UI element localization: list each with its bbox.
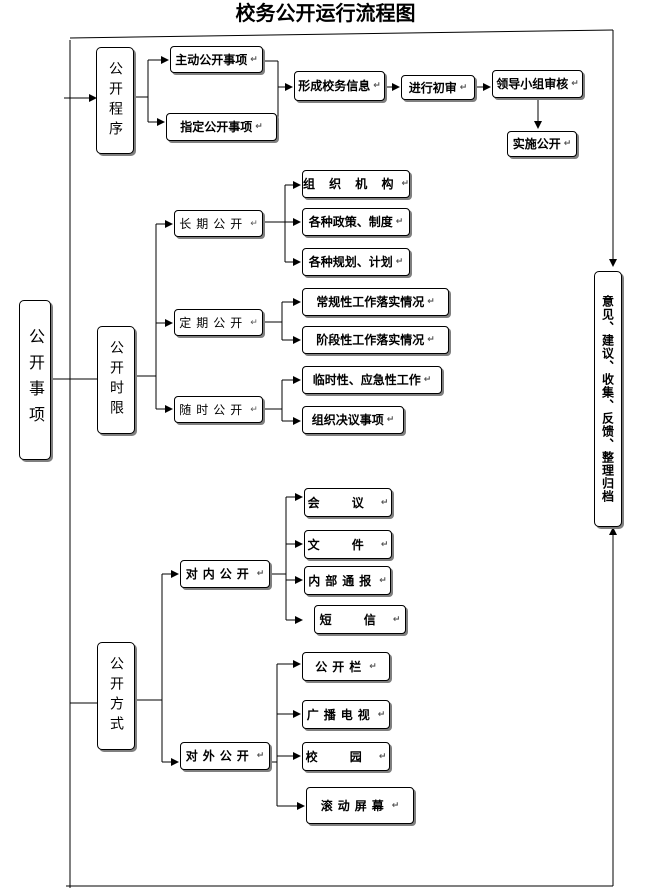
para-mark: ↵ (386, 415, 395, 425)
leader-review-box: 领导小组审核 ↵ (492, 70, 583, 98)
para-mark: ↵ (459, 82, 468, 93)
para-mark: ↵ (380, 539, 389, 550)
organization-label: 组 织 机 构 (302, 177, 399, 191)
public-matters-label: 公开事项 (26, 328, 45, 432)
sms-box: 短 信 ↵ (314, 605, 406, 634)
para-mark: ↵ (369, 661, 377, 672)
para-mark: ↵ (377, 709, 386, 720)
para-mark: ↵ (563, 139, 572, 149)
anytime-label: 随时公开 (179, 402, 248, 417)
external-box: 对外公开 ↵ (180, 742, 270, 770)
para-mark: ↵ (250, 317, 258, 328)
time-limit-label: 公开时限 (108, 340, 124, 420)
routine-work-label: 常规性工作落实情况 (316, 295, 425, 309)
time-limit-node: 公开时限 (97, 326, 135, 434)
policies-label: 各种政策、制度 (308, 215, 393, 229)
para-mark: ↵ (395, 257, 404, 267)
broadcast-tv-box: 广播电视 ↵ (302, 700, 390, 729)
para-mark: ↵ (571, 79, 579, 89)
long-term-label: 长期公开 (179, 216, 248, 231)
para-mark: ↵ (250, 54, 258, 65)
feedback-archive-label: 意见、建议、收集、反馈、整理归档 (600, 295, 615, 503)
internal-box: 对内公开 ↵ (180, 560, 270, 588)
phase-work-box: 阶段性工作落实情况 ↵ (302, 326, 449, 354)
organization-box: 组 织 机 构 ↵ (302, 170, 410, 198)
para-mark: ↵ (373, 81, 381, 91)
para-mark: ↵ (391, 800, 400, 811)
routine-work-box: 常规性工作落实情况 ↵ (302, 288, 449, 316)
phase-work-label: 阶段性工作落实情况 (316, 333, 425, 347)
para-mark: ↵ (392, 614, 401, 625)
document-box: 文 件 ↵ (304, 530, 392, 559)
public-matters-node: 公开事项 (19, 300, 51, 460)
initial-review-box: 进行初审 ↵ (401, 75, 475, 100)
para-mark: ↵ (380, 497, 389, 508)
emergency-work-label: 临时性、应急性工作 (312, 373, 421, 387)
para-mark: ↵ (427, 297, 435, 307)
method-label: 公开方式 (108, 656, 124, 736)
sms-label: 短 信 (319, 612, 390, 627)
document-label: 文 件 (307, 537, 378, 552)
bulletin-board-box: 公开栏 ↵ (302, 652, 390, 681)
broadcast-tv-label: 广播电视 (306, 707, 375, 722)
page-title: 校务公开运行流程图 (235, 1, 416, 25)
implement-box: 实施公开 ↵ (507, 131, 577, 157)
form-info-label: 形成校务信息 (298, 79, 371, 93)
internal-label: 对内公开 (185, 567, 254, 581)
resolutions-box: 组织决议事项 ↵ (302, 406, 404, 434)
feedback-archive-node: 意见、建议、收集、反馈、整理归档 (594, 271, 622, 527)
meeting-label: 会 议 (307, 495, 378, 510)
emergency-work-box: 临时性、应急性工作 ↵ (302, 366, 442, 394)
procedure-node: 公开程序 (96, 47, 134, 154)
resolutions-label: 组织决议事项 (311, 413, 384, 427)
para-mark: ↵ (250, 218, 258, 229)
anytime-box: 随时公开 ↵ (174, 396, 263, 423)
scrolling-screen-label: 滚动屏幕 (320, 798, 389, 813)
para-mark: ↵ (256, 569, 265, 579)
para-mark: ↵ (401, 179, 410, 189)
plans-box: 各种规划、计划 ↵ (302, 248, 410, 276)
campus-label: 校 园 (305, 749, 376, 764)
para-mark: ↵ (379, 575, 387, 586)
para-mark: ↵ (256, 751, 265, 761)
periodic-label: 定期公开 (179, 315, 248, 330)
para-mark: ↵ (250, 404, 258, 415)
active-disclosure-box: 主动公开事项 ↵ (170, 46, 263, 73)
designated-disclosure-box: 指定公开事项 ↵ (166, 113, 277, 141)
para-mark: ↵ (255, 122, 263, 132)
campus-box: 校 园 ↵ (302, 742, 390, 771)
internal-notice-label: 内部通报 (308, 573, 377, 588)
implement-label: 实施公开 (512, 137, 561, 151)
para-mark: ↵ (395, 217, 404, 227)
plans-label: 各种规划、计划 (308, 255, 393, 269)
policies-box: 各种政策、制度 ↵ (302, 208, 410, 236)
designated-disclosure-label: 指定公开事项 (180, 120, 253, 134)
initial-review-label: 进行初审 (408, 80, 457, 95)
internal-notice-box: 内部通报 ↵ (304, 566, 391, 595)
scrolling-screen-box: 滚动屏幕 ↵ (306, 787, 414, 824)
para-mark: ↵ (427, 335, 435, 345)
external-label: 对外公开 (185, 749, 254, 763)
form-info-box: 形成校务信息 ↵ (294, 71, 385, 101)
active-disclosure-label: 主动公开事项 (175, 52, 248, 67)
para-mark: ↵ (378, 751, 387, 762)
long-term-box: 长期公开 ↵ (174, 210, 263, 237)
meeting-box: 会 议 ↵ (304, 488, 392, 517)
periodic-box: 定期公开 ↵ (174, 309, 263, 336)
leader-review-label: 领导小组审核 (496, 77, 569, 91)
method-node: 公开方式 (97, 642, 135, 750)
procedure-label: 公开程序 (107, 60, 123, 141)
para-mark: ↵ (423, 375, 432, 385)
bulletin-board-label: 公开栏 (315, 659, 367, 674)
